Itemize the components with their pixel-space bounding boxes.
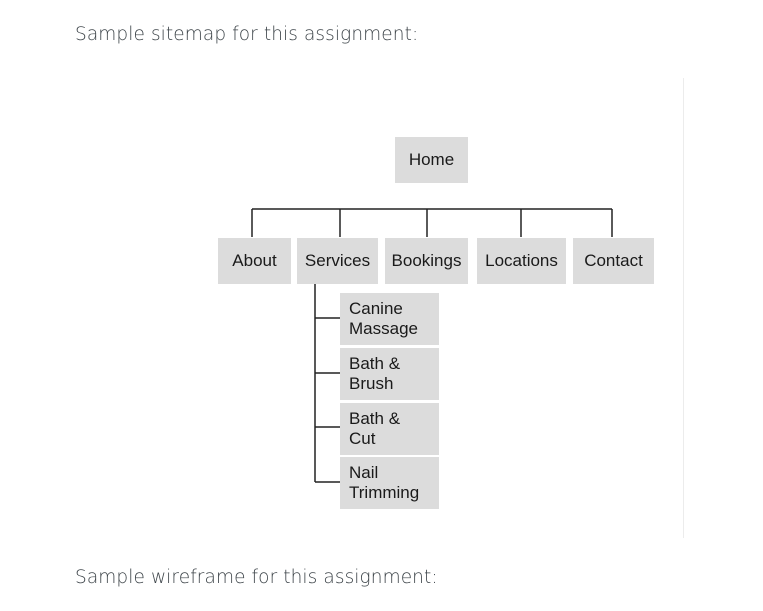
node-bookings: Bookings	[385, 238, 468, 284]
node-locations: Locations	[477, 238, 566, 284]
node-nail-trimming: Nail Trimming	[340, 457, 439, 509]
node-about: About	[218, 238, 291, 284]
sitemap-caption: Sample sitemap for this assignment:	[75, 24, 419, 45]
node-bath-brush: Bath & Brush	[340, 348, 439, 400]
wireframe-caption: Sample wireframe for this assignment:	[75, 567, 438, 588]
node-home: Home	[395, 137, 468, 183]
node-canine-massage: Canine Massage	[340, 293, 439, 345]
vertical-divider	[683, 78, 684, 538]
node-contact: Contact	[573, 238, 654, 284]
node-bath-cut: Bath & Cut	[340, 403, 439, 455]
node-services: Services	[297, 238, 378, 284]
